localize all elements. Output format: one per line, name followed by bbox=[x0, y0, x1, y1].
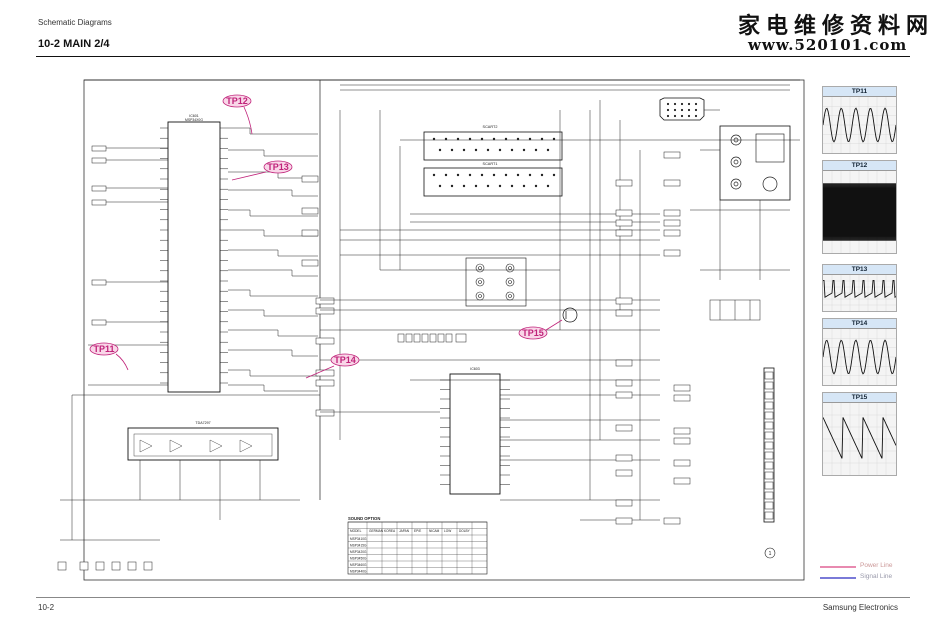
footer-divider bbox=[36, 597, 910, 598]
svg-text:JAPAN: JAPAN bbox=[399, 529, 410, 533]
dsp-ic bbox=[449, 373, 501, 495]
footer-page-number: 10-2 bbox=[38, 603, 55, 612]
vga-connector bbox=[659, 97, 705, 121]
waveform-label: TP15 bbox=[823, 393, 896, 403]
scart1-connector bbox=[423, 167, 563, 197]
svg-text:EP/E: EP/E bbox=[414, 529, 421, 533]
waveform-label: TP14 bbox=[823, 319, 896, 329]
waveform-label: TP12 bbox=[823, 161, 896, 171]
watermark-url: www.520101.com bbox=[748, 36, 908, 54]
waveform-tp11: TP11 bbox=[822, 86, 897, 154]
scart2-label: SCART2 bbox=[483, 125, 498, 129]
svg-text:MODEL: MODEL bbox=[350, 529, 362, 533]
tp15-callout: TP15 bbox=[522, 328, 544, 338]
svg-text:MSP3420G: MSP3420G bbox=[350, 550, 367, 554]
waveform-tp13: TP13 bbox=[822, 264, 897, 312]
waveform-label: TP11 bbox=[823, 87, 896, 97]
header-section-label: Schematic Diagrams bbox=[38, 18, 112, 27]
svg-text:IC603: IC603 bbox=[470, 367, 480, 371]
waveform-trace bbox=[822, 329, 897, 385]
legend-power-text: Power Line bbox=[860, 562, 893, 569]
watermark-chinese: 家电维修资料网 bbox=[738, 13, 935, 39]
tp13-callout: TP13 bbox=[267, 162, 289, 172]
right-connector-strip bbox=[763, 367, 775, 523]
tp11-callout: TP11 bbox=[93, 344, 114, 354]
header-divider bbox=[36, 56, 910, 57]
sound-amp-ic bbox=[127, 427, 279, 461]
svg-text:MSP3450G: MSP3450G bbox=[350, 557, 367, 561]
waveform-trace bbox=[823, 275, 897, 311]
legend-signal-text: Signal Line bbox=[860, 573, 893, 580]
marker-1: 1 bbox=[769, 551, 772, 557]
svg-text:TDA7297: TDA7297 bbox=[195, 421, 210, 425]
scart1-label: SCART1 bbox=[483, 162, 498, 166]
scart2-connector bbox=[423, 131, 563, 161]
svg-text:MSP3440G: MSP3440G bbox=[350, 570, 367, 574]
main-ic-ref: IC601 bbox=[189, 114, 199, 118]
waveform-tp14: TP14 bbox=[822, 318, 897, 386]
waveform-trace bbox=[822, 97, 897, 153]
waveform-trace bbox=[822, 171, 897, 253]
waveform-tp15: TP15 bbox=[822, 392, 897, 476]
main-ic bbox=[167, 121, 221, 393]
svg-text:MSP3460G: MSP3460G bbox=[350, 563, 367, 567]
legend-power-line bbox=[820, 566, 856, 568]
svg-text:NICAM: NICAM bbox=[429, 529, 440, 533]
page-title: 10-2 MAIN 2/4 bbox=[38, 38, 110, 50]
waveform-tp12: TP12 bbox=[822, 160, 897, 254]
tp12-callout: TP12 bbox=[226, 96, 248, 106]
svg-text:KOREA: KOREA bbox=[384, 529, 396, 533]
svg-text:LOW: LOW bbox=[444, 529, 451, 533]
svg-text:MSP3410G: MSP3410G bbox=[350, 537, 367, 541]
footer-brand: Samsung Electronics bbox=[822, 603, 898, 612]
svg-text:SOUND OPTION: SOUND OPTION bbox=[348, 516, 380, 521]
legend-signal-line bbox=[820, 577, 856, 579]
waveform-label: TP13 bbox=[823, 265, 896, 275]
waveform-trace bbox=[822, 403, 897, 475]
main-ic-part: MSP34X0G bbox=[185, 118, 203, 122]
tp14-callout: TP14 bbox=[334, 355, 356, 365]
svg-text:DOLBY: DOLBY bbox=[459, 529, 471, 533]
svg-text:GERMAN: GERMAN bbox=[369, 529, 384, 533]
svg-text:MSP3415G: MSP3415G bbox=[350, 544, 367, 548]
